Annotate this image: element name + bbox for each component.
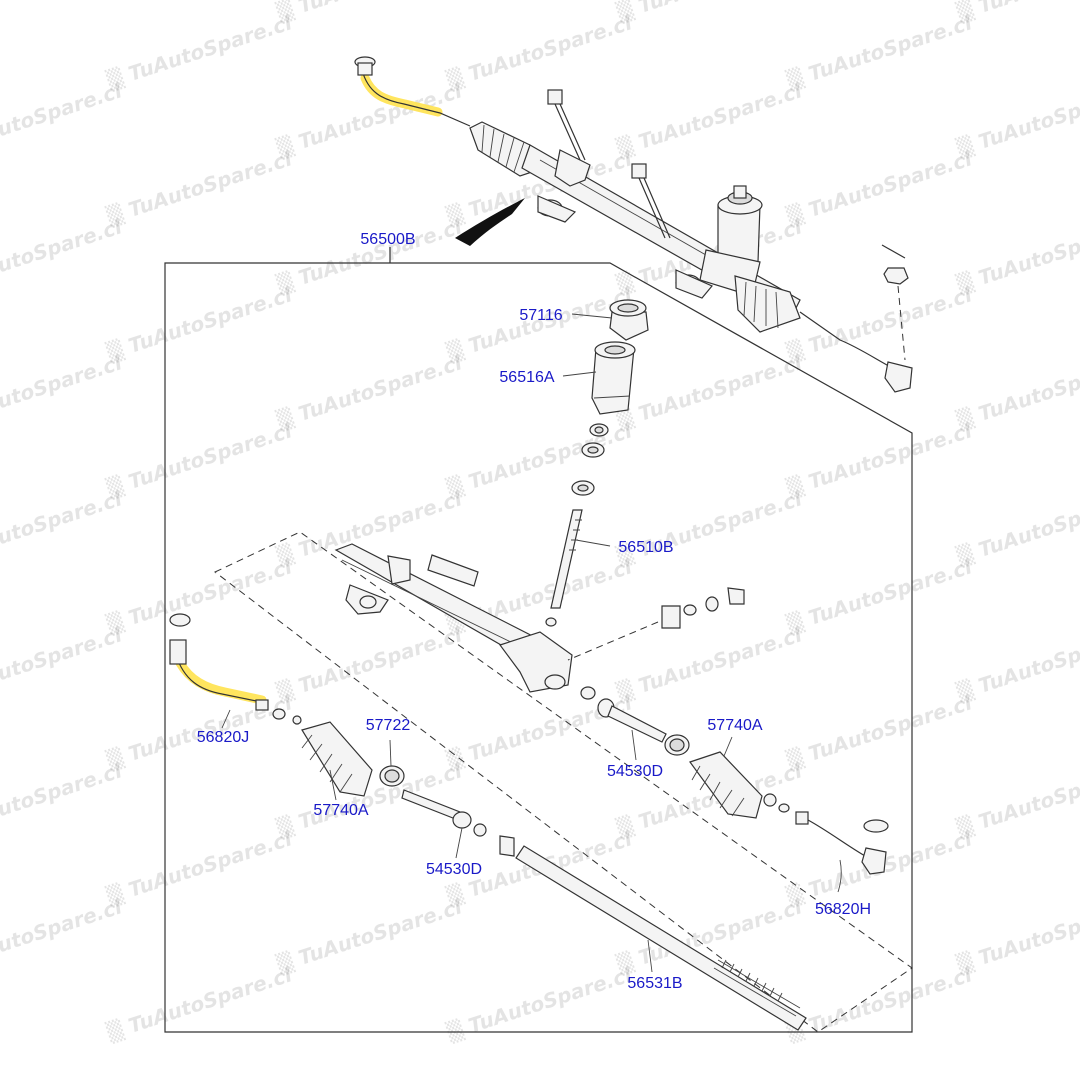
watermark-text: ▒ TuAutoSpare.cl <box>0 758 126 841</box>
watermark-text: ▒ TuAutoSpare.cl <box>954 350 1080 433</box>
watermark-text: ▒ TuAutoSpare.cl <box>0 622 126 705</box>
watermark-text: ▒ TuAutoSpare.cl <box>954 78 1080 161</box>
bellows-top-part <box>609 299 649 341</box>
watermark-text: ▒ TuAutoSpare.cl <box>954 894 1080 977</box>
watermark-text: ▒ TuAutoSpare.cl <box>0 78 126 161</box>
right-clamp-part <box>664 734 690 756</box>
label-56820H[interactable]: 56820H <box>815 901 871 918</box>
watermark-text: ▒ TuAutoSpare.cl <box>784 282 976 365</box>
watermark-text: ▒ TuAutoSpare.cl <box>784 554 976 637</box>
watermark-text: ▒ TuAutoSpare.cl <box>784 690 976 773</box>
watermark-text: ▒ TuAutoSpare.cl <box>0 0 126 25</box>
watermark-text: ▒ TuAutoSpare.cl <box>104 146 296 229</box>
mount-bolt-right <box>631 163 671 239</box>
leader-lines <box>221 313 842 973</box>
label-56820J[interactable]: 56820J <box>197 729 250 746</box>
pinion-tower-assembled <box>699 185 763 297</box>
watermark-text: ▒ TuAutoSpare.cl <box>784 146 976 229</box>
right-tie-rod-end-part <box>763 793 889 875</box>
assembled-steering-gear <box>354 56 913 393</box>
watermark-text: ▒ TuAutoSpare.cl <box>614 486 806 569</box>
watermark-text: ▒ TuAutoSpare.cl <box>104 10 296 93</box>
rack-bar-part <box>515 845 807 1031</box>
label-57740A-right[interactable]: 57740A <box>707 717 762 734</box>
pinion-housing-part <box>591 341 636 415</box>
watermark-text: ▒ TuAutoSpare.cl <box>104 826 296 909</box>
cotter-pin <box>881 244 906 259</box>
right-boot-assembled <box>734 275 801 333</box>
view-arrow <box>455 198 525 246</box>
watermark-text: ▒ TuAutoSpare.cl <box>274 350 466 433</box>
assembly-frame <box>164 247 913 1033</box>
left-boot-part <box>301 721 373 797</box>
watermark-text: ▒ TuAutoSpare.cl <box>0 894 126 977</box>
label-57740A-left[interactable]: 57740A <box>313 802 368 819</box>
watermark-text: ▒ TuAutoSpare.cl <box>0 214 126 297</box>
label-56516A[interactable]: 56516A <box>499 369 554 386</box>
watermark-text: ▒ TuAutoSpare.cl <box>274 894 466 977</box>
label-56510B[interactable]: 56510B <box>618 539 673 556</box>
watermark-text: ▒ TuAutoSpare.cl <box>444 10 636 93</box>
watermark-text: ▒ TuAutoSpare.cl <box>954 214 1080 297</box>
watermark-text: ▒ TuAutoSpare.cl <box>274 0 466 25</box>
pinion-seals <box>571 423 609 496</box>
watermark-text: ▒ TuAutoSpare.cl <box>614 0 806 25</box>
watermark-text: ▒ TuAutoSpare.cl <box>274 622 466 705</box>
watermark-text: ▒ TuAutoSpare.cl <box>954 622 1080 705</box>
label-56500B[interactable]: 56500B <box>360 231 415 248</box>
label-56531B[interactable]: 56531B <box>627 975 682 992</box>
watermark-text: ▒ TuAutoSpare.cl <box>0 486 126 569</box>
label-54530D-left[interactable]: 54530D <box>426 861 482 878</box>
watermark-text: ▒ TuAutoSpare.cl <box>274 214 466 297</box>
label-54530D-right[interactable]: 54530D <box>607 763 663 780</box>
pinion-shaft-part <box>545 509 583 627</box>
watermark-text: ▒ TuAutoSpare.cl <box>784 10 976 93</box>
watermark-text: ▒ TuAutoSpare.cl <box>954 0 1080 25</box>
ball-joint <box>357 62 373 76</box>
label-57722[interactable]: 57722 <box>366 717 411 734</box>
watermark-text: ▒ TuAutoSpare.cl <box>614 622 806 705</box>
rack-bushing-sleeve <box>427 554 479 587</box>
right-boot-part <box>689 751 763 819</box>
watermark-text: ▒ TuAutoSpare.cl <box>954 758 1080 841</box>
watermark-text: ▒ TuAutoSpare.cl <box>104 554 296 637</box>
sub-assembly-outline <box>214 531 913 1033</box>
left-tie-rod-end-part <box>169 613 302 725</box>
watermark-text: ▒ TuAutoSpare.cl <box>954 486 1080 569</box>
watermark-text: ▒ TuAutoSpare.cl <box>614 350 806 433</box>
rack-housing-part <box>334 543 573 693</box>
mount-bolt-left <box>547 89 586 161</box>
watermark-text: ▒ TuAutoSpare.cl <box>104 282 296 365</box>
watermark-text: ▒ TuAutoSpare.cl <box>614 78 806 161</box>
watermark-text: ▒ TuAutoSpare.cl <box>104 418 296 501</box>
castle-nut <box>883 267 909 285</box>
label-57116[interactable]: 57116 <box>519 307 562 324</box>
mount-bracket <box>554 149 591 187</box>
left-clamp-part <box>379 765 405 787</box>
right-inner-tie-rod-part <box>580 686 667 743</box>
watermark-text: ▒ TuAutoSpare.cl <box>784 418 976 501</box>
yoke-parts <box>567 587 745 661</box>
left-outer-tie-rod <box>361 69 471 127</box>
watermark-text: ▒ TuAutoSpare.cl <box>0 350 126 433</box>
